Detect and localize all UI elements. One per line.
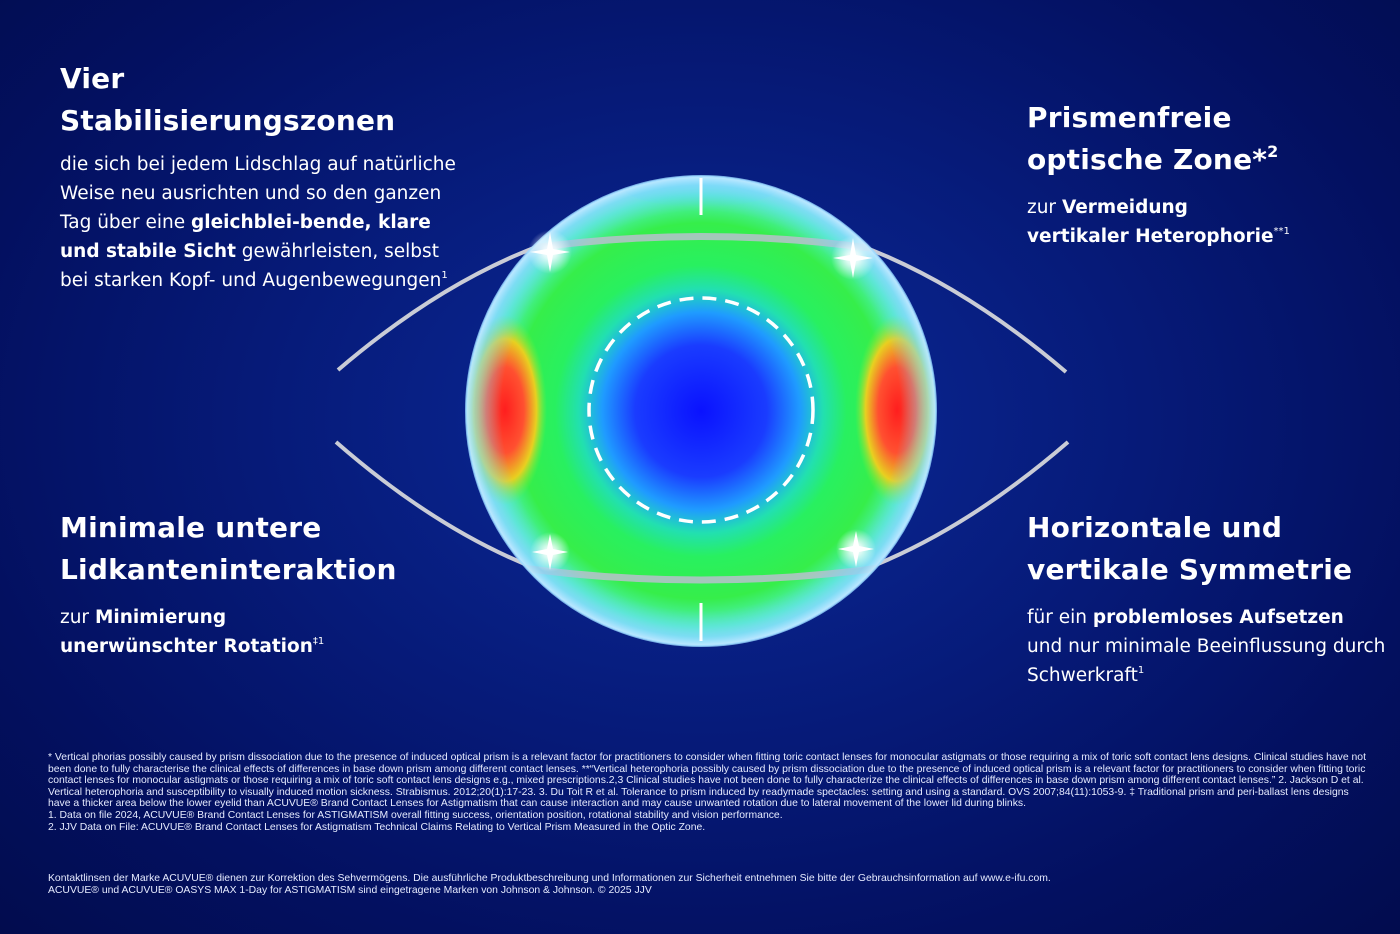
zone-prism-free: Prismenfreie optische Zone*2 zur Vermeid… xyxy=(1027,97,1387,251)
zone-stabilization-text: die sich bei jedem Lidschlag auf natürli… xyxy=(60,154,456,291)
footnote-ref-1: 1. Data on file 2024, ACUVUE® Brand Cont… xyxy=(48,809,783,821)
toric-lens-illustration xyxy=(334,175,1070,647)
zone-prism-free-title: Prismenfreie optische Zone*2 xyxy=(1027,101,1279,176)
zone-stabilization: Vier Stabilisierungszonen die sich bei j… xyxy=(60,58,460,295)
sparkle-bottom-left xyxy=(530,532,570,572)
zone-lower-lid: Minimale untere Lidkanteninteraktion zur… xyxy=(60,507,460,661)
zone-symmetry-title: Horizontale und vertikale Symmetrie xyxy=(1027,511,1353,586)
sparkle-top-left xyxy=(528,230,572,274)
legal-notice: Kontaktlinsen der Marke ACUVUE® dienen z… xyxy=(48,873,1373,896)
zone-lower-lid-title: Minimale untere Lidkanteninteraktion xyxy=(60,511,397,586)
zone-symmetry: Horizontale und vertikale Symmetrie für … xyxy=(1027,507,1387,690)
sparkle-top-right xyxy=(831,236,875,280)
sparkle-bottom-right xyxy=(836,529,876,569)
lens-rim xyxy=(466,176,936,646)
zone-stabilization-title: Vier Stabilisierungszonen xyxy=(60,62,396,137)
footnote-ref-2: 2. JJV Data on File: ACUVUE® Brand Conta… xyxy=(48,821,706,833)
footnotes: * Vertical phorias possibly caused by pr… xyxy=(48,752,1373,833)
legal-line-2: ACUVUE® und ACUVUE® OASYS MAX 1-Day for … xyxy=(48,884,652,896)
legal-line-1: Kontaktlinsen der Marke ACUVUE® dienen z… xyxy=(48,873,1051,884)
optic-zone-dashed xyxy=(587,296,815,524)
footnote-main: * Vertical phorias possibly caused by pr… xyxy=(48,752,1366,810)
